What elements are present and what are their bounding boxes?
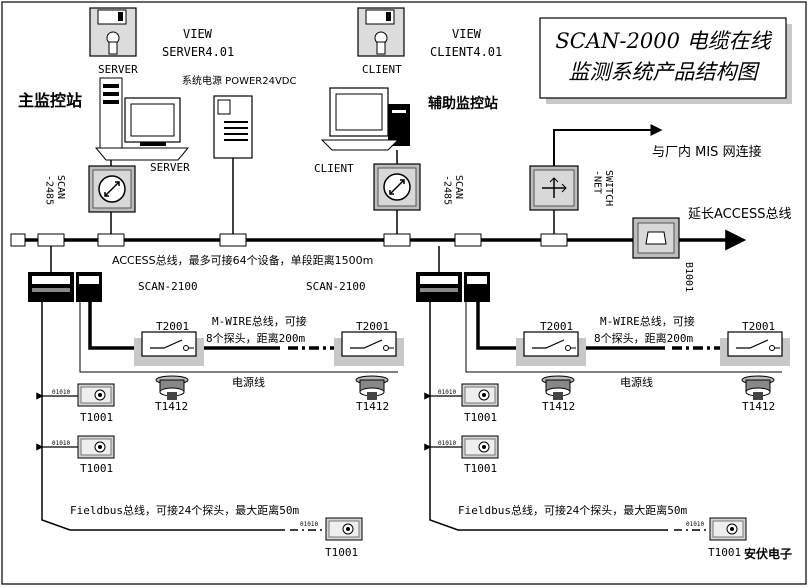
left-t1412-a-label: T1412: [155, 400, 188, 413]
right-t1001-b-label: T1001: [464, 462, 497, 475]
right-fieldbus-note: Fieldbus总线，可接24个探头，最大距离50m: [458, 503, 687, 517]
title-box: SCAN-2000 电缆在线 监测系统产品结构图: [539, 17, 792, 104]
client-disk-label: CLIENT: [362, 63, 402, 76]
left-bits-b: 01010: [52, 440, 70, 447]
left-t1001-a-label: T1001: [80, 411, 113, 424]
mis-link-label: 与厂内 MIS 网连接: [652, 144, 762, 160]
right-t1001-a-label: T1001: [464, 411, 497, 424]
left-scan2100-icon: [28, 272, 102, 302]
right-t1412-b-icon: [741, 375, 775, 401]
power-supply-label: 系统电源 POWER24VDC: [182, 74, 296, 87]
switch-net-icon: [529, 165, 579, 211]
server-pc-label: SERVER: [150, 161, 190, 174]
right-t1001-a-icon: [461, 383, 499, 407]
left-t1001-b-label: T1001: [80, 462, 113, 475]
title-line2: 监测系统产品结构图: [569, 60, 761, 84]
right-bits-c: 01010: [686, 521, 704, 528]
access-extend-label: 延长ACCESS总线: [688, 207, 792, 222]
right-mwire-note1: M-WIRE总线，可接: [600, 314, 695, 328]
client-disk-icon: [357, 7, 405, 57]
left-mwire-note1: M-WIRE总线，可接: [212, 314, 307, 328]
server-disk-label: SERVER: [98, 63, 138, 76]
client-station-heading: 辅助监控站: [428, 95, 498, 112]
right-t2001-b-icon: [719, 331, 791, 367]
title-line1: SCAN-2000 电缆在线: [555, 29, 772, 53]
left-t2001-b-icon: [333, 331, 405, 367]
switch-net-label: SWITCH-NET: [592, 170, 615, 206]
brand-label: 安伏电子: [744, 546, 792, 561]
left-scan2100-label-b: SCAN-2100: [306, 280, 366, 293]
server-scan2485-icon: [88, 165, 136, 213]
right-t1412-a-label: T1412: [542, 400, 575, 413]
access-bus-note: ACCESS总线，最多可接64个设备，单段距离1500m: [112, 253, 373, 267]
left-bits-a: 01010: [52, 389, 70, 396]
client-scan2485-label: SCAN-2485: [442, 175, 465, 205]
b1001-icon: [632, 217, 680, 259]
left-t2001-b-label: T2001: [356, 320, 389, 333]
server-scan2485-label: SCAN-2485: [44, 175, 67, 205]
server-software-label: SERVER4.01: [162, 45, 234, 59]
left-power-line-label: 电源线: [232, 375, 265, 389]
left-t1412-a-icon: [155, 375, 189, 401]
right-bits-a: 01010: [438, 389, 456, 396]
client-software-label: CLIENT4.01: [430, 45, 502, 59]
client-pc-icon: [320, 87, 410, 151]
right-t1412-b-label: T1412: [742, 400, 775, 413]
right-t2001-a-icon: [515, 331, 587, 367]
right-t2001-a-label: T2001: [540, 320, 573, 333]
left-t1001-c-label: T1001: [325, 546, 358, 559]
server-view-label: VIEW: [183, 27, 213, 41]
left-t2001-a-icon: [133, 331, 205, 367]
client-view-label: VIEW: [452, 27, 482, 41]
right-t1001-c-label: T1001: [708, 546, 741, 559]
left-bits-c: 01010: [300, 521, 318, 528]
client-scan2485-icon: [373, 163, 421, 211]
right-t1412-a-icon: [541, 375, 575, 401]
power-supply-icon: [213, 95, 253, 159]
server-pc-icon: [94, 77, 190, 161]
server-disk-icon: [89, 7, 137, 57]
left-t1001-a-icon: [77, 383, 115, 407]
b1001-label: B1001: [683, 262, 694, 292]
right-mwire-note2: 8个探头，距离200m: [594, 331, 693, 345]
left-t1412-b-label: T1412: [356, 400, 389, 413]
left-mwire-note2: 8个探头，距离200m: [206, 331, 305, 345]
left-t2001-a-label: T2001: [156, 320, 189, 333]
left-t1001-b-icon: [77, 435, 115, 459]
mis-arrow: [553, 124, 663, 166]
right-power-line-label: 电源线: [620, 375, 653, 389]
client-pc-label: CLIENT: [314, 162, 354, 175]
right-t1001-c-icon: [709, 517, 747, 541]
right-scan2100-icon: [416, 272, 490, 302]
right-t2001-b-label: T2001: [742, 320, 775, 333]
bus-taps: [10, 233, 568, 247]
right-t1001-b-icon: [461, 435, 499, 459]
right-bits-b: 01010: [438, 440, 456, 447]
left-t1001-c-icon: [325, 517, 363, 541]
server-station-heading: 主监控站: [18, 91, 82, 110]
left-scan2100-label-a: SCAN-2100: [138, 280, 198, 293]
left-t1412-b-icon: [355, 375, 389, 401]
left-fieldbus-note: Fieldbus总线，可接24个探头，最大距离50m: [70, 503, 299, 517]
